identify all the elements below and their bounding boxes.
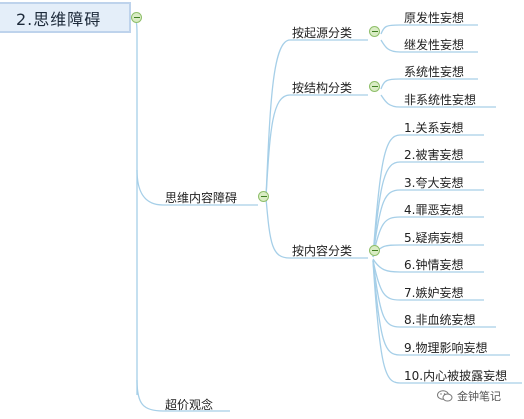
minus-icon (371, 85, 378, 88)
structure-collapse-toggle[interactable] (369, 81, 380, 92)
list-item[interactable]: 2.被害妄想 (404, 148, 464, 162)
watermark: 金钟笔记 (437, 388, 501, 404)
list-item[interactable]: 10.内心被披露妄想 (404, 369, 508, 383)
list-item[interactable]: 6.钟情妄想 (404, 258, 464, 272)
list-item[interactable]: 4.罪恶妄想 (404, 203, 464, 217)
minus-icon (133, 16, 140, 19)
list-item[interactable]: 8.非血统妄想 (404, 313, 476, 327)
list-item[interactable]: 继发性妄想 (404, 38, 465, 52)
list-item[interactable]: 系统性妄想 (404, 65, 465, 79)
minus-icon (371, 249, 378, 252)
list-item[interactable]: 原发性妄想 (404, 11, 465, 25)
list-item[interactable]: 7.嫉妒妄想 (404, 286, 464, 300)
list-item[interactable]: 9.物理影响妄想 (404, 341, 488, 355)
group-origin[interactable]: 按起源分类 (292, 26, 353, 40)
list-item[interactable]: 1.关系妄想 (404, 121, 464, 135)
thinking-content-collapse-toggle[interactable] (258, 191, 269, 202)
branch-overvalued-idea[interactable]: 超价观念 (165, 398, 214, 412)
minus-icon (371, 30, 378, 33)
branch-thinking-content[interactable]: 思维内容障碍 (165, 191, 238, 205)
wechat-icon (437, 390, 453, 402)
root-collapse-toggle[interactable] (131, 12, 142, 23)
list-item[interactable]: 3.夸大妄想 (404, 176, 464, 190)
root-node-label: 2.思维障碍 (16, 9, 102, 29)
content-collapse-toggle[interactable] (369, 245, 380, 256)
list-item[interactable]: 非系统性妄想 (404, 93, 477, 107)
watermark-text: 金钟笔记 (457, 390, 501, 403)
group-structure[interactable]: 按结构分类 (292, 81, 353, 95)
group-content[interactable]: 按内容分类 (292, 244, 353, 258)
minus-icon (260, 195, 267, 198)
origin-collapse-toggle[interactable] (369, 26, 380, 37)
root-node[interactable]: 2.思维障碍 (0, 2, 131, 33)
list-item[interactable]: 5.疑病妄想 (404, 231, 464, 245)
